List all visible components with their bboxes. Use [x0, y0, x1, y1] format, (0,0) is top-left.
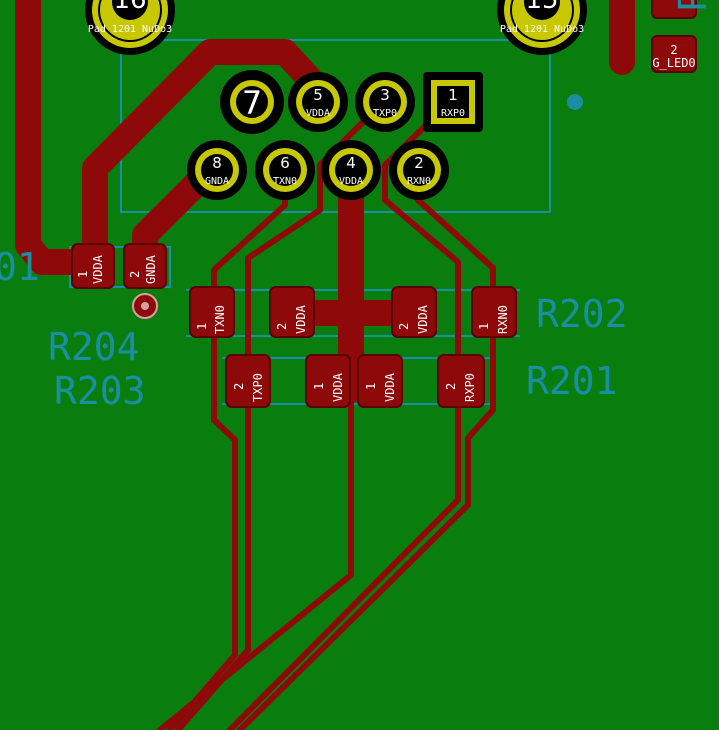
r201-pad-1b-number: 1 — [364, 383, 378, 390]
r203-pad-1-number: 1 — [195, 323, 209, 330]
r203-pad-1[interactable]: 1 TXN0 — [189, 286, 235, 338]
via — [567, 94, 583, 110]
ref-r203: R203 — [54, 369, 146, 413]
r204-pad-1[interactable]: 1 VDDA — [71, 243, 115, 289]
r203-pad-2-net: TXP0 — [251, 373, 265, 402]
connector-pin-1[interactable]: 1 RXP0 — [423, 72, 483, 132]
r203-pad-2[interactable]: 2 TXP0 — [225, 354, 271, 408]
r201-pad-2-net: RXP0 — [463, 373, 477, 402]
mounting-pin-15[interactable]: 15 Pad 1201 NuDo3 — [497, 0, 587, 55]
r202-pad-2a[interactable]: 2 VDDA — [269, 286, 315, 338]
side-pad-number: 2 — [670, 43, 677, 57]
r201-pad-2[interactable]: 2 RXP0 — [437, 354, 485, 408]
pin-3-net: TXP0 — [373, 108, 397, 119]
pin-4-net: VDDA — [339, 176, 363, 187]
ref-r204: R204 — [48, 325, 140, 369]
pin-1-number: 1 — [448, 86, 458, 104]
ref-r202: R202 — [536, 292, 628, 336]
r204-pad-2-net: GNDA — [144, 254, 158, 284]
r202-pad-2b-net: VDDA — [416, 304, 430, 334]
r202-pad-2a-number: 2 — [275, 323, 289, 330]
pin-1-net: RXP0 — [441, 108, 465, 119]
connector-pin-2[interactable]: 2 RXN0 — [389, 140, 449, 200]
r204-pad-1-number: 1 — [76, 271, 90, 278]
r202-pad-2b-number: 2 — [397, 323, 411, 330]
pin-2-number: 2 — [414, 154, 424, 172]
r201-pad-1b[interactable]: 1 VDDA — [357, 354, 403, 408]
r204-pad-2[interactable]: 2 GNDA — [123, 243, 167, 289]
r202-pad-1-number: 1 — [477, 323, 491, 330]
connector-pin-6[interactable]: 6 TXN0 — [255, 140, 315, 200]
pin-8-net: GNDA — [205, 176, 229, 187]
r201-pad-1a-number: 1 — [312, 383, 326, 390]
r203-pad-2-number: 2 — [232, 383, 246, 390]
side-pad-net: G_LED0 — [652, 56, 695, 70]
pin-15-net: Pad 1201 NuDo3 — [500, 24, 584, 35]
pin-7-number: 7 — [242, 84, 262, 122]
connector-pin-4[interactable]: 4 VDDA — [321, 140, 381, 200]
pin-5-net: VDDA — [306, 108, 330, 119]
side-pad-top[interactable] — [651, 0, 697, 19]
ref-r201: R201 — [526, 359, 618, 403]
r202-pad-1-net: RXN0 — [496, 305, 510, 334]
r201-pad-1a-net: VDDA — [331, 372, 345, 402]
r201-pad-1b-net: VDDA — [383, 372, 397, 402]
pin-8-number: 8 — [212, 154, 222, 172]
pin-5-number: 5 — [313, 86, 323, 104]
side-pad-g-led0[interactable]: 2 G_LED0 — [651, 35, 697, 73]
pin-4-number: 4 — [346, 154, 356, 172]
pin-3-number: 3 — [380, 86, 390, 104]
pin-2-net: RXN0 — [407, 176, 431, 187]
r201-pad-2-number: 2 — [444, 383, 458, 390]
partial-ref-right: R20 — [671, 0, 715, 11]
pin-6-net: TXN0 — [273, 176, 297, 187]
connector-pin-7[interactable]: 7 — [220, 70, 284, 134]
r204-pad-1-net: VDDA — [91, 254, 105, 284]
r203-pad-1-net: TXN0 — [213, 305, 227, 334]
connector-pin-8[interactable]: 8 GNDA — [187, 140, 247, 200]
pin-15-number: 15 — [525, 0, 558, 15]
pin-16-number: 16 — [113, 0, 146, 15]
mounting-pin-16[interactable]: 16 Pad 1201 NuDo3 — [85, 0, 175, 55]
r202-pad-2a-net: VDDA — [294, 304, 308, 334]
r202-pad-1[interactable]: 1 RXN0 — [471, 286, 517, 338]
connector-pin-5[interactable]: 5 VDDA — [288, 72, 348, 132]
connector-pin-3[interactable]: 3 TXP0 — [355, 72, 415, 132]
r201-pad-1a[interactable]: 1 VDDA — [305, 354, 351, 408]
r204-pad-2-number: 2 — [128, 271, 142, 278]
r202-pad-2b[interactable]: 2 VDDA — [391, 286, 437, 338]
pin-16-net: Pad 1201 NuDo3 — [88, 24, 172, 35]
pin-6-number: 6 — [280, 154, 290, 172]
ref-partial-left: 01 — [0, 245, 40, 289]
